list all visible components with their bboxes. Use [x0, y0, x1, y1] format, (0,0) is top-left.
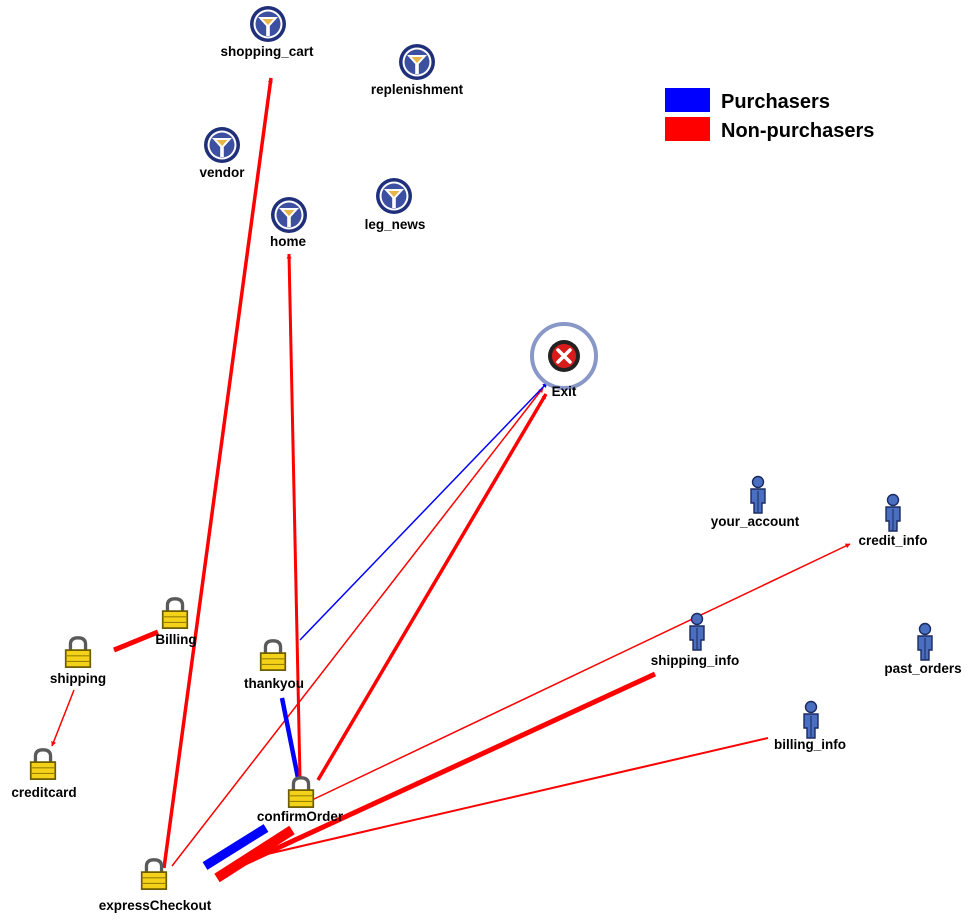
person-icon [689, 612, 705, 651]
node-label: replenishment [371, 82, 464, 97]
edge-express-to-shipping-info [228, 671, 657, 873]
funnel-icon [204, 127, 240, 163]
node-label: shopping_cart [220, 44, 314, 59]
node-label: confirmOrder [257, 809, 344, 824]
node-label: your_account [711, 514, 800, 529]
legend: Purchasers Non-purchasers [665, 88, 874, 142]
node-billing-info: billing_info [774, 700, 846, 752]
node-thankyou: thankyou [244, 639, 304, 691]
node-label: creditcard [11, 785, 76, 800]
edge-express-to-confirm-nonpurchasers [214, 825, 295, 883]
edge-confirm-to-thankyou [279, 697, 301, 779]
legend-swatch-purchasers [665, 88, 710, 112]
node-shipping: shipping [50, 636, 106, 686]
padlock-icon [29, 748, 57, 781]
node-exit: Exit [530, 322, 598, 399]
node-past-orders: past_orders [884, 622, 962, 676]
node-creditcard: creditcard [11, 748, 77, 800]
node-express-checkout: expressCheckout [99, 858, 212, 913]
padlock-icon [140, 858, 168, 891]
node-billing: Billing [155, 597, 197, 647]
person-icon [885, 493, 901, 532]
node-label: shipping [50, 671, 106, 686]
legend-label-non-purchasers: Non-purchasers [721, 120, 874, 142]
node-home: home [270, 197, 307, 249]
node-label: credit_info [858, 533, 927, 548]
edges-layer [51, 77, 851, 883]
edge-confirm-to-home [286, 253, 302, 779]
node-leg-news: leg_news [365, 178, 426, 232]
padlock-icon [64, 636, 92, 669]
node-label: Exit [552, 384, 577, 399]
edge-shipping-to-creditcard [51, 689, 75, 747]
edge-thankyou-to-exit [299, 382, 548, 641]
funnel-icon [399, 44, 435, 80]
node-label: expressCheckout [99, 898, 212, 913]
node-label: home [270, 234, 306, 249]
node-label: shipping_info [651, 653, 740, 668]
padlock-icon [259, 639, 287, 672]
nodes-layer: shopping_cart replenishment vendor home … [11, 6, 962, 913]
node-vendor: vendor [199, 127, 245, 180]
exit-icon [530, 322, 598, 390]
person-icon [917, 622, 933, 661]
node-credit-info: credit_info [858, 493, 928, 548]
funnel-icon [376, 178, 412, 214]
funnel-icon [250, 6, 286, 42]
padlock-icon [287, 776, 315, 809]
edge-express-to-exit [171, 387, 544, 867]
legend-swatch-non-purchasers [665, 117, 710, 141]
node-label: billing_info [774, 737, 846, 752]
node-label: vendor [199, 165, 245, 180]
node-confirm-order: confirmOrder [257, 776, 344, 824]
node-shipping-info: shipping_info [651, 612, 740, 668]
edge-billing-to-shipping [113, 629, 159, 653]
node-label: Billing [155, 632, 196, 647]
node-your-account: your_account [711, 475, 800, 529]
edge-confirm-to-credit-info [311, 543, 851, 801]
edge-express-to-shopping-cart [162, 77, 273, 869]
edge-confirm-to-exit [316, 393, 548, 781]
node-label: past_orders [884, 661, 961, 676]
edge-billing-info-to-express [249, 737, 769, 860]
edge-express-to-confirm-purchasers [202, 824, 269, 870]
node-label: leg_news [365, 217, 426, 232]
person-icon [750, 475, 766, 514]
person-icon [803, 700, 819, 739]
node-shopping-cart: shopping_cart [220, 6, 314, 59]
legend-label-purchasers: Purchasers [721, 91, 830, 113]
node-replenishment: replenishment [371, 44, 464, 97]
padlock-icon [161, 597, 189, 630]
node-label: thankyou [244, 676, 304, 691]
funnel-icon [271, 197, 307, 233]
